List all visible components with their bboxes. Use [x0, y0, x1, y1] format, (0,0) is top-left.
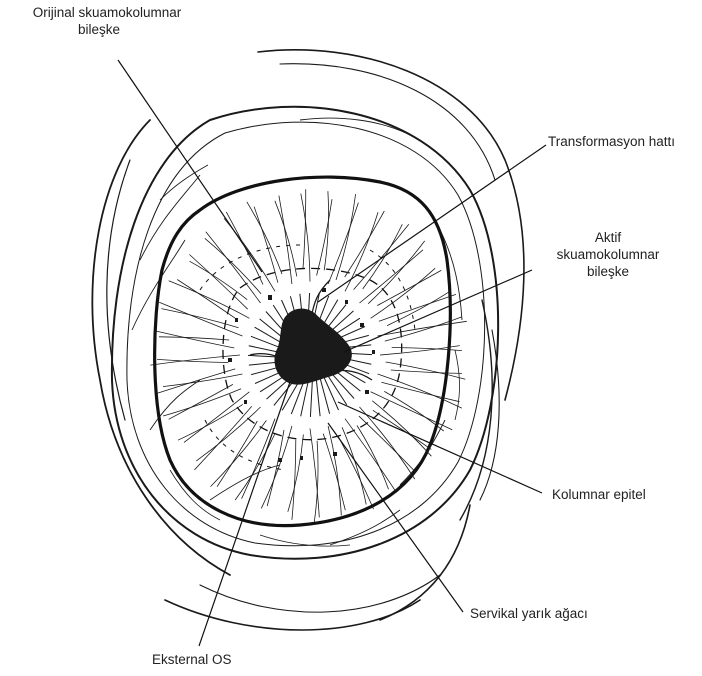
label-original-junction-line2: bileşke — [0, 21, 208, 38]
epithelial-fold — [169, 384, 233, 419]
label-active-junction-line1: Aktif — [538, 229, 678, 246]
epithelial-fold — [303, 189, 306, 269]
epithelial-fold — [323, 434, 345, 511]
epithelial-fold — [387, 291, 450, 326]
label-cervical-cleft-tree-text: Servikal yarık ağacı — [470, 606, 588, 621]
epithelial-fold — [317, 199, 332, 275]
epithelial-fold — [177, 280, 236, 319]
epithelial-fold — [195, 406, 252, 470]
label-external-os: Eksternal OS — [152, 651, 232, 668]
label-original-junction: Orijinal skuamokolumnar bileşke — [6, 4, 208, 38]
label-active-junction: Aktif skuamokolumnar bileşke — [538, 229, 678, 280]
label-columnar-epithelium: Kolumnar epitel — [552, 486, 646, 503]
epithelial-fold — [377, 270, 441, 305]
epithelial-fold — [196, 407, 260, 461]
epithelial-fold — [372, 401, 431, 456]
epithelial-fold — [189, 255, 247, 310]
epithelial-fold — [378, 374, 462, 408]
label-external-os-text: Eksternal OS — [152, 652, 232, 667]
epithelial-fold — [163, 374, 242, 387]
label-columnar-epithelium-text: Kolumnar epitel — [552, 487, 646, 502]
epithelial-fold — [206, 232, 261, 303]
epithelial-fold — [342, 427, 366, 504]
epithelial-fold — [254, 207, 278, 283]
epithelial-fold — [360, 250, 424, 303]
epithelial-fold — [391, 370, 462, 373]
epithelial-fold — [163, 389, 241, 416]
leader-active-junction — [344, 270, 532, 352]
epithelial-fold — [371, 268, 436, 318]
epithelial-fold — [336, 194, 356, 280]
epithelial-fold — [338, 436, 374, 509]
epithelial-fold — [161, 309, 238, 328]
label-cervical-cleft-tree: Servikal yarık ağacı — [470, 605, 588, 622]
label-original-junction-line1: Orijinal skuamokolumnar — [6, 4, 208, 21]
label-active-junction-line3: bileşke — [538, 263, 678, 280]
epithelial-fold — [384, 391, 443, 431]
epithelial-fold — [226, 212, 263, 285]
epithelial-fold — [242, 419, 275, 499]
leader-original-junction — [118, 60, 262, 272]
epithelial-fold — [190, 261, 248, 300]
epithelial-fold — [292, 440, 296, 520]
label-transformation-line: Transformasyon hattı — [548, 133, 675, 150]
epithelial-fold — [184, 392, 249, 443]
label-active-junction-line2: skuamokolumnar — [538, 246, 678, 263]
label-transformation-line-text: Transformasyon hattı — [548, 134, 675, 149]
